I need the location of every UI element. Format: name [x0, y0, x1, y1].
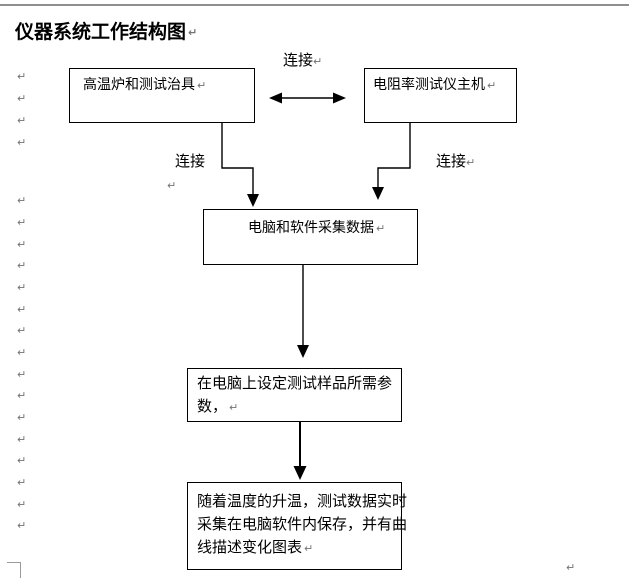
paragraph-mark-icon: ↵: [17, 433, 27, 446]
label-connect-right[interactable]: 连接↵: [436, 152, 475, 171]
flowchart-box-result-line2: 采集在电脑软件内保存，并有曲: [197, 516, 408, 533]
flowchart-box-host-text: 电阻率测试仪主机: [373, 76, 485, 92]
paragraph-mark-icon: ↵: [17, 476, 27, 489]
paragraph-mark-icon: ↵: [167, 179, 177, 192]
furnace-to-computer-connector: [221, 123, 259, 207]
furnace-host-double-arrow: [269, 92, 346, 104]
end-paragraph-mark-icon: ↵: [566, 561, 576, 574]
paragraph-mark-icon: ↵: [17, 411, 27, 424]
paragraph-mark-icon: ↵: [17, 389, 27, 402]
flowchart-box-params-line1: 在电脑上设定测试样品所需参: [197, 375, 393, 392]
paragraph-mark-icon: ↵: [229, 401, 239, 414]
paragraph-mark-icon: ↵: [17, 92, 27, 105]
paragraph-mark-icon: ↵: [17, 519, 27, 532]
flowchart-box-params-line2-text: 数，: [197, 398, 228, 415]
flowchart-box-computer[interactable]: 电脑和软件采集数据↵: [203, 209, 418, 265]
paragraph-mark-icon: ↵: [188, 26, 198, 39]
flowchart-box-params-line2: 数，↵: [197, 395, 401, 418]
paragraph-mark-icon: ↵: [304, 542, 314, 555]
label-connect-top[interactable]: 连接↵: [283, 51, 322, 70]
paragraph-mark-icon: ↵: [487, 79, 497, 92]
paragraph-mark-icon: ↵: [17, 216, 27, 229]
paragraph-mark-icon: ↵: [17, 70, 27, 83]
label-connect-top-text: 连接: [283, 52, 314, 69]
label-connect-right-text: 连接: [436, 153, 467, 170]
paragraph-mark-icon: ↵: [17, 324, 27, 337]
flowchart-box-params[interactable]: 在电脑上设定测试样品所需参 数，↵: [187, 368, 402, 422]
paragraph-mark-icon: ↵: [17, 194, 27, 207]
host-to-computer-connector: [372, 123, 411, 200]
computer-to-params-arrow: [297, 265, 309, 358]
flowchart-box-furnace-text: 高温炉和测试治具: [83, 76, 195, 92]
paragraph-mark-icon: ↵: [17, 136, 27, 149]
paragraph-mark-icon: ↵: [17, 346, 27, 359]
page-top-edge: [0, 4, 629, 6]
label-connect-left[interactable]: 连接: [175, 152, 205, 171]
params-to-result-arrow: [293, 422, 307, 480]
paragraph-mark-icon: ↵: [17, 303, 27, 316]
doc-title-text: 仪器系统工作结构图: [15, 22, 187, 43]
flowchart-box-computer-text: 电脑和软件采集数据: [248, 219, 374, 235]
flowchart-box-result-line3: 线描述变化图表↵: [197, 536, 401, 559]
flowchart-box-result-line1: 随着温度的升温，测试数据实时: [197, 493, 408, 510]
text-boundary-corner-mark: [7, 562, 21, 578]
flowchart-box-host[interactable]: 电阻率测试仪主机↵: [364, 68, 517, 123]
flowchart-box-result-line3-text: 线描述变化图表: [197, 539, 303, 556]
paragraph-mark-icon: ↵: [197, 79, 207, 92]
doc-title[interactable]: 仪器系统工作结构图↵: [15, 22, 197, 44]
paragraph-mark-icon: ↵: [376, 222, 386, 235]
flowchart-box-furnace[interactable]: 高温炉和测试治具↵: [69, 68, 255, 123]
paragraph-mark-icon: ↵: [17, 114, 27, 127]
paragraph-mark-icon: ↵: [17, 259, 27, 272]
paragraph-mark-icon: ↵: [313, 55, 323, 68]
paragraph-mark-icon: ↵: [466, 156, 476, 169]
label-connect-left-text: 连接: [175, 153, 206, 170]
paragraph-mark-icon: ↵: [17, 238, 27, 251]
paragraph-mark-icon: ↵: [17, 498, 27, 511]
paragraph-mark-icon: ↵: [17, 368, 27, 381]
paragraph-mark-icon: ↵: [17, 281, 27, 294]
flowchart-box-result[interactable]: 随着温度的升温，测试数据实时 采集在电脑软件内保存，并有曲 线描述变化图表↵: [187, 482, 408, 570]
paragraph-mark-icon: ↵: [17, 454, 27, 467]
